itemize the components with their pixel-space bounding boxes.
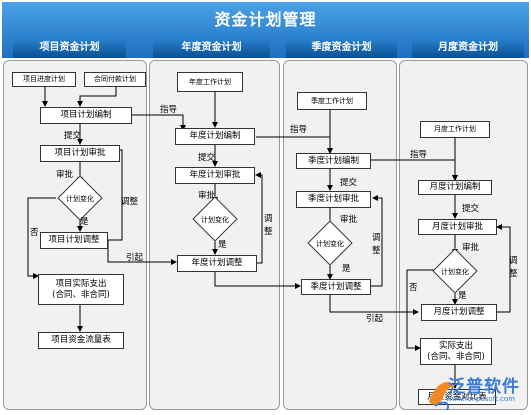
box-annual-plan-adjust: 年度计划调整 bbox=[177, 255, 257, 272]
label-guide-annual: 指导 bbox=[160, 105, 178, 115]
arrow-c2-adjust bbox=[255, 172, 263, 264]
arrow-c4-no bbox=[406, 269, 436, 351]
box-project-plan-adjust: 项目计划调整 bbox=[40, 232, 108, 249]
box-project-cashflow: 项目资金流量表 bbox=[38, 332, 124, 349]
arrow-guide-annual bbox=[132, 114, 186, 131]
label-adjust-annual: 调整 bbox=[264, 214, 273, 237]
arrow-trigger-monthly bbox=[329, 295, 419, 315]
box-annual-plan-review: 年度计划审批 bbox=[175, 167, 255, 184]
label-guide-monthly: 指导 bbox=[410, 150, 428, 160]
arrow-c1-adjust bbox=[108, 147, 123, 241]
label-adjust-quarterly: 调整 bbox=[372, 233, 381, 256]
arrow-guide-quarterly bbox=[256, 136, 333, 154]
label-guide-quarterly: 指导 bbox=[290, 125, 308, 135]
arrow-trigger-quarterly bbox=[214, 272, 301, 289]
label-submit-quarterly: 提交 bbox=[340, 178, 358, 188]
arrow-c3-adjust bbox=[371, 195, 383, 287]
label-trigger-quarterly: 引起 bbox=[366, 314, 384, 324]
brand-logo-icon bbox=[429, 382, 455, 411]
box-quarterly-work-plan: 季度工作计划 bbox=[297, 92, 367, 110]
arrow-c1-no bbox=[27, 197, 56, 279]
label-yes-quarterly: 是 bbox=[342, 264, 351, 274]
page-title: 资金计划管理 bbox=[214, 10, 317, 29]
decision-label-monthly: 计划变化 bbox=[441, 268, 469, 276]
brand-name: 泛普软件 bbox=[448, 377, 520, 397]
box-project-actual-expense: 项目实际支出 (合同、非合同) bbox=[38, 274, 124, 305]
box-project-progress-plan: 项目进度计划 bbox=[12, 72, 76, 87]
box-project-plan-review: 项目计划审批 bbox=[40, 145, 120, 162]
box-project-plan-compile: 项目计划编制 bbox=[40, 107, 132, 124]
box-quarterly-plan-compile: 季度计划编制 bbox=[296, 153, 371, 169]
actual-expense-line1: 项目实际支出 bbox=[55, 278, 107, 289]
label-submit: 提交 bbox=[64, 131, 82, 141]
box-monthly-plan-compile: 月度计划编制 bbox=[418, 180, 492, 195]
label-approve: 审批 bbox=[56, 170, 74, 180]
arrow-c1-contract bbox=[77, 86, 117, 107]
label-yes: 是 bbox=[80, 217, 89, 227]
label-submit-monthly: 提交 bbox=[462, 204, 480, 214]
box-contract-payment-plan: 合同付款计划 bbox=[84, 72, 146, 87]
box-quarterly-plan-review: 季度计划审批 bbox=[296, 191, 371, 208]
decision-label-annual: 计划变化 bbox=[201, 216, 229, 224]
brand-url: www.fanpusoft.com bbox=[446, 395, 516, 403]
arrow-c4-adjust bbox=[496, 224, 511, 313]
label-approve-annual: 审批 bbox=[198, 191, 216, 201]
monthly-actual-line1: 实际支出 bbox=[438, 340, 473, 351]
box-monthly-plan-review: 月度计划审批 bbox=[418, 219, 497, 235]
actual-expense-line2: (合同、非合同) bbox=[52, 289, 110, 300]
arrow-guide-monthly bbox=[371, 159, 458, 181]
label-submit-annual: 提交 bbox=[198, 153, 216, 163]
box-monthly-actual-expense: 实际支出 (合同、非合同) bbox=[420, 338, 492, 365]
label-no: 否 bbox=[30, 228, 39, 238]
label-no-monthly: 否 bbox=[409, 283, 418, 293]
label-approve-monthly: 审批 bbox=[462, 243, 480, 253]
label-trigger-annual: 引起 bbox=[126, 253, 144, 263]
column-header-monthly: 月度资金计划 bbox=[412, 38, 524, 58]
box-monthly-plan-adjust: 月度计划调整 bbox=[421, 304, 497, 321]
box-annual-plan-compile: 年度计划编制 bbox=[175, 128, 255, 145]
box-annual-work-plan: 年度工作计划 bbox=[177, 72, 243, 92]
label-adjust: 调整 bbox=[121, 197, 139, 207]
decision-label-quarterly: 计划变化 bbox=[316, 240, 344, 248]
arrow-trigger-annual bbox=[107, 240, 177, 265]
label-yes-annual: 是 bbox=[218, 240, 227, 250]
column-header-annual: 年度资金计划 bbox=[153, 38, 270, 58]
box-monthly-work-plan: 月度工作计划 bbox=[420, 121, 490, 138]
monthly-actual-line2: (合同、非合同) bbox=[427, 351, 485, 362]
label-approve-quarterly: 审批 bbox=[340, 215, 358, 225]
column-header-project: 项目资金计划 bbox=[13, 38, 126, 58]
decision-label-project: 计划变化 bbox=[66, 195, 94, 203]
column-header-quarterly: 季度资金计划 bbox=[286, 38, 397, 58]
box-quarterly-plan-adjust: 季度计划调整 bbox=[301, 279, 371, 295]
label-adjust-monthly: 调整 bbox=[509, 256, 518, 279]
label-yes-monthly: 是 bbox=[458, 291, 467, 301]
